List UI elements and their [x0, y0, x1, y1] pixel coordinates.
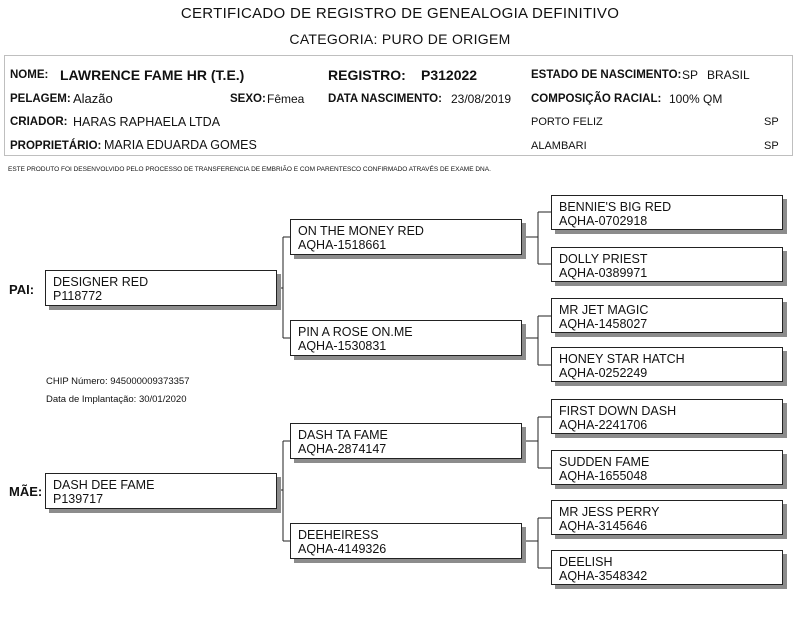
grandparent-reg: AQHA-2874147: [298, 442, 387, 456]
great-grandparent-reg: AQHA-3548342: [559, 569, 648, 583]
great-grandparent-box: DEELISH AQHA-3548342: [551, 550, 783, 585]
comp-label: COMPOSIÇÃO RACIAL:: [531, 93, 662, 105]
great-grandparent-box: MR JET MAGIC AQHA-1458027: [551, 298, 783, 333]
grandparent-name: ON THE MONEY RED: [298, 224, 424, 238]
prop-value: MARIA EDUARDA GOMES: [104, 138, 257, 152]
great-grandparent-name: SUDDEN FAME: [559, 455, 650, 469]
prop-label: PROPRIETÁRIO:: [10, 140, 102, 152]
great-grandparent-name: FIRST DOWN DASH: [559, 404, 677, 418]
grandparent-name: DASH TA FAME: [298, 428, 388, 442]
sire-reg: P118772: [53, 289, 103, 303]
nasc-value: 23/08/2019: [451, 92, 512, 106]
registro-label: REGISTRO:: [328, 67, 406, 83]
great-grandparent-box: SUDDEN FAME AQHA-1655048: [551, 450, 783, 485]
grandparent-name: DEEHEIRESS: [298, 528, 379, 542]
dam-reg: P139717: [53, 492, 104, 506]
grandparent-box: ON THE MONEY RED AQHA-1518661: [290, 219, 522, 255]
sexo-label: SEXO:: [230, 93, 266, 105]
prop-cidade: ALAMBARI: [531, 140, 587, 152]
great-grandparent-reg: AQHA-3145646: [559, 519, 648, 533]
pai-label: PAI:: [9, 282, 35, 297]
great-grandparent-name: MR JESS PERRY: [559, 505, 660, 519]
dam-name: DASH DEE FAME: [53, 478, 155, 492]
certificate-category: CATEGORIA: PURO DE ORIGEM: [289, 31, 511, 47]
great-grandparent-reg: AQHA-0252249: [559, 366, 648, 380]
sire-box: DESIGNER RED P118772: [45, 270, 277, 306]
great-grandparent-box: BENNIE'S BIG RED AQHA-0702918: [551, 195, 783, 230]
dna-note: ESTE PRODUTO FOI DESENVOLVIDO PELO PROCE…: [8, 166, 491, 173]
estado-label: ESTADO DE NASCIMENTO:: [531, 69, 682, 81]
dam-box: DASH DEE FAME P139717: [45, 473, 277, 509]
pelagem-value: Alazão: [73, 91, 113, 106]
great-grandparent-name: MR JET MAGIC: [559, 303, 649, 317]
grandparent-reg: AQHA-4149326: [298, 542, 387, 556]
great-grandparent-name: BENNIE'S BIG RED: [559, 200, 672, 214]
great-grandparent-reg: AQHA-1458027: [559, 317, 648, 331]
mae-label: MÃE:: [9, 484, 43, 499]
pelagem-label: PELAGEM:: [10, 93, 71, 105]
sire-name: DESIGNER RED: [53, 275, 149, 289]
criador-uf: SP: [764, 116, 779, 128]
great-grandparent-box: FIRST DOWN DASH AQHA-2241706: [551, 399, 783, 434]
grandparent-name: PIN A ROSE ON.ME: [298, 325, 413, 339]
great-grandparent-name: HONEY STAR HATCH: [559, 352, 685, 366]
pais-value: BRASIL: [707, 68, 750, 82]
great-grandparent-name: DEELISH: [559, 555, 613, 569]
grandparent-reg: AQHA-1518661: [298, 238, 387, 252]
estado-value: SP: [682, 68, 699, 82]
criador-cidade: PORTO FELIZ: [531, 116, 603, 128]
prop-uf: SP: [764, 140, 779, 152]
nome-value: LAWRENCE FAME HR (T.E.): [60, 67, 245, 83]
criador-label: CRIADOR:: [10, 116, 68, 128]
certificate-title: CERTIFICADO DE REGISTRO DE GENEALOGIA DE…: [180, 5, 620, 22]
great-grandparent-box: HONEY STAR HATCH AQHA-0252249: [551, 347, 783, 382]
comp-value: 100% QM: [669, 92, 723, 106]
great-grandparent-reg: AQHA-0702918: [559, 214, 648, 228]
grandparent-box: PIN A ROSE ON.ME AQHA-1530831: [290, 320, 522, 356]
great-grandparent-box: DOLLY PRIEST AQHA-0389971: [551, 247, 783, 282]
great-grandparent-reg: AQHA-0389971: [559, 266, 648, 280]
criador-value: HARAS RAPHAELA LTDA: [73, 115, 221, 129]
great-grandparent-reg: AQHA-2241706: [559, 418, 648, 432]
registro-value: P312022: [421, 67, 478, 83]
nasc-label: DATA NASCIMENTO:: [328, 93, 442, 105]
great-grandparent-reg: AQHA-1655048: [559, 469, 648, 483]
sexo-value: Fêmea: [267, 92, 305, 106]
grandparent-reg: AQHA-1530831: [298, 339, 387, 353]
implant-date: Data de Implantação: 30/01/2020: [46, 394, 187, 405]
great-grandparent-name: DOLLY PRIEST: [559, 252, 648, 266]
grandparent-box: DASH TA FAME AQHA-2874147: [290, 423, 522, 459]
chip-number: CHIP Número: 945000009373357: [46, 376, 190, 387]
grandparent-box: DEEHEIRESS AQHA-4149326: [290, 523, 522, 559]
nome-label: NOME:: [10, 69, 49, 81]
animal-info-panel: NOME: LAWRENCE FAME HR (T.E.) REGISTRO: …: [4, 55, 793, 156]
great-grandparent-box: MR JESS PERRY AQHA-3145646: [551, 500, 783, 535]
